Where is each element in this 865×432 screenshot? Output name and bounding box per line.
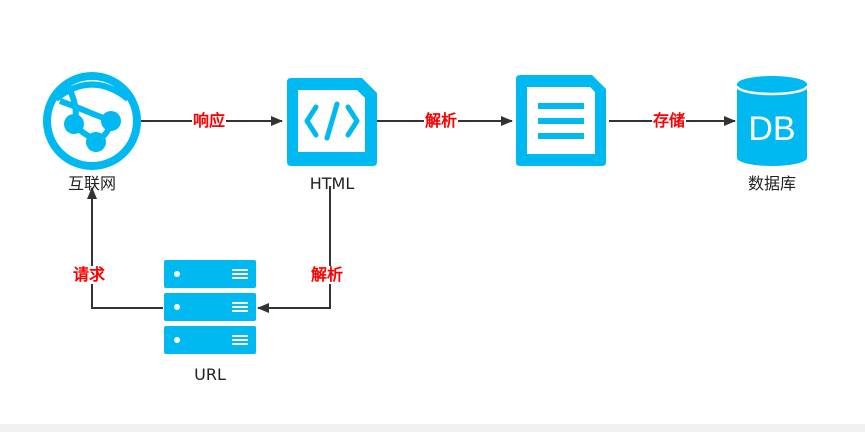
internet-node-label: 互联网	[67, 174, 116, 193]
edge-label-request: 请求	[72, 265, 107, 284]
db-icon-text: DB	[748, 110, 795, 148]
html-node-label: HTML	[309, 174, 355, 193]
edge-label-parse-html: 解析	[424, 111, 459, 130]
edge-label-store: 存储	[652, 111, 687, 130]
url-node-label: URL	[194, 365, 226, 384]
bottom-band	[0, 424, 865, 432]
database-icon: DB	[735, 76, 809, 166]
edge-label-respond: 响应	[192, 111, 227, 130]
database-node-label: 数据库	[747, 174, 796, 193]
code-file-icon	[287, 78, 377, 166]
edge-request	[87, 187, 163, 309]
edge-label-parse-url: 解析	[310, 265, 345, 284]
globe-network-icon	[43, 72, 141, 170]
edge-parse-url	[257, 186, 331, 313]
server-stack-icon	[164, 260, 256, 354]
document-lines-icon	[516, 75, 606, 166]
